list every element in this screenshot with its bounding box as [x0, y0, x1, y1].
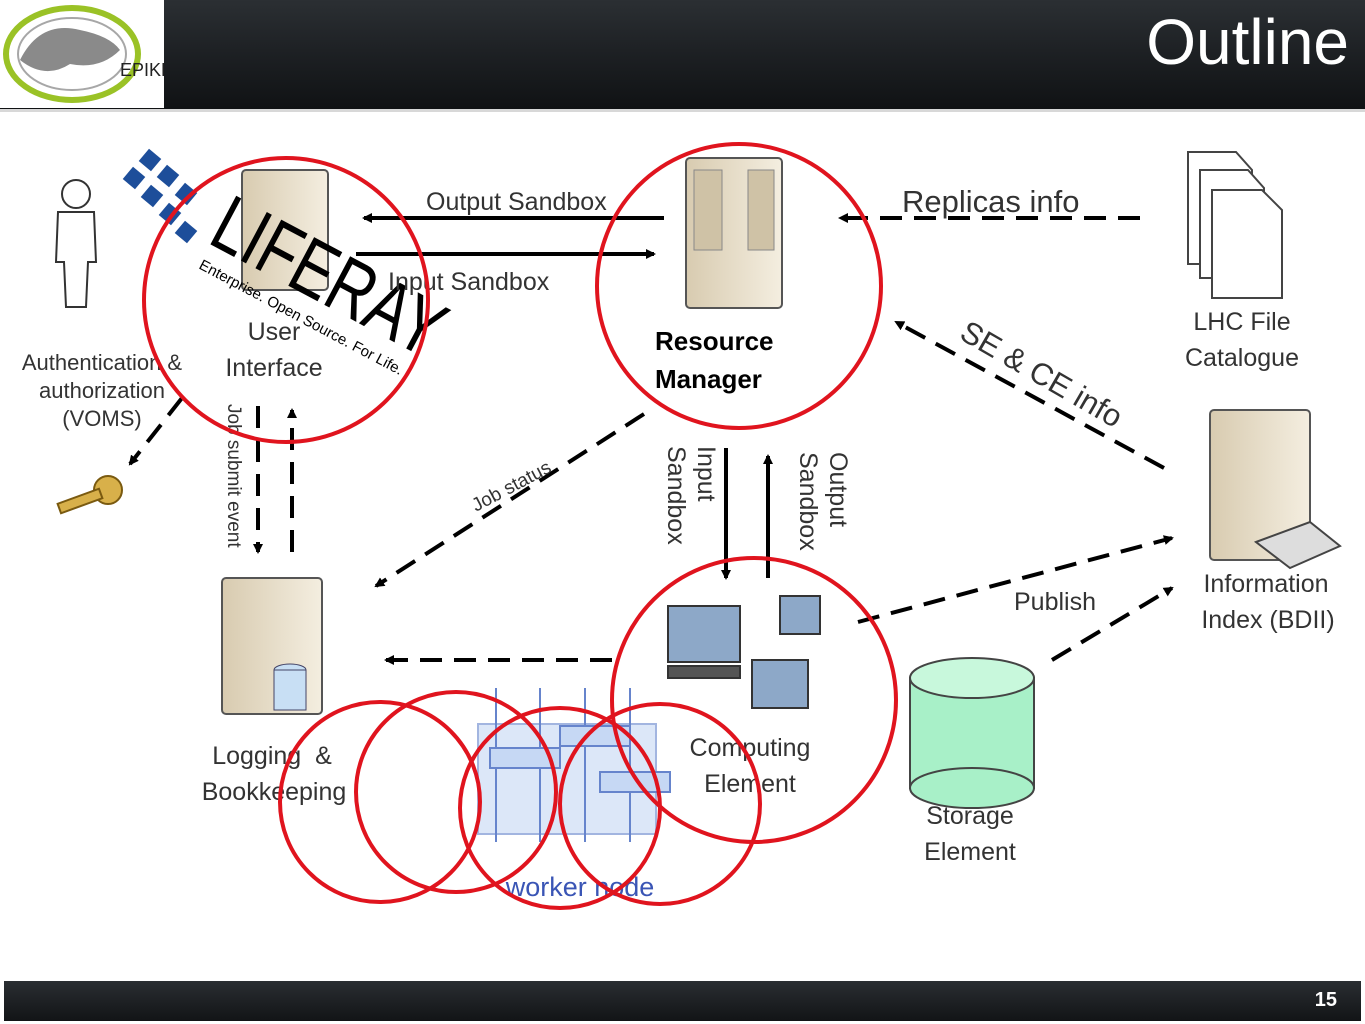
- label-input-sandbox-v-2: Sandbox: [662, 446, 690, 545]
- label-job-status: Job status: [468, 457, 554, 516]
- highlight-rm-circle: [595, 142, 883, 430]
- rm-label-1: Resource: [655, 326, 774, 356]
- worker-node-label: worker node: [505, 872, 655, 902]
- auth-label-3: (VOMS): [62, 406, 141, 431]
- ce-label-2: Element: [704, 770, 796, 798]
- arrow-auth-key: [128, 396, 184, 466]
- label-output-sandbox-v-1: Output: [824, 452, 852, 527]
- highlight-wn-circle-4: [558, 702, 762, 906]
- lfc-label-2: Catalogue: [1185, 344, 1299, 372]
- bdii-label-1: Information: [1203, 570, 1328, 598]
- page-number: 15: [1314, 989, 1337, 1011]
- ui-label-1: User: [248, 318, 301, 346]
- highlight-ui-circle: [142, 156, 430, 444]
- auth-label-2: authorization: [39, 378, 165, 403]
- slide-title: Outline: [1146, 6, 1349, 78]
- label-replicas-info: Replicas info: [902, 184, 1079, 219]
- highlight-wn-circle-1: [278, 700, 482, 904]
- ui-server-icon: [241, 169, 329, 291]
- lb-label-2: Bookkeeping: [202, 778, 347, 806]
- storage-cylinder-icon: [909, 657, 1035, 809]
- label-output-sandbox-v-2: Sandbox: [794, 452, 822, 551]
- highlight-wn-circle-2: [354, 690, 558, 894]
- label-input-sandbox: Input Sandbox: [388, 268, 550, 296]
- arrow-se-publish: [1050, 586, 1174, 662]
- label-se-ce-info: SE & CE info: [955, 314, 1129, 435]
- user-person-icon: [54, 179, 98, 308]
- computer-cluster-icon: [667, 595, 821, 709]
- lb-label-1: Logging &: [212, 742, 332, 770]
- label-input-sandbox-v-1: Input: [692, 446, 720, 502]
- slide-footer: 15: [4, 981, 1361, 1021]
- grid-diagram: LIFERAY Enterprise. Open Source. For Lif…: [22, 142, 1342, 910]
- label-output-sandbox: Output Sandbox: [426, 188, 607, 216]
- rm-label-2: Manager: [655, 364, 762, 394]
- worker-node-rack-icon: [477, 688, 671, 842]
- arrow-se-ce-info: [894, 320, 1165, 470]
- ui-label-2: Interface: [225, 354, 322, 382]
- arrow-job-status: [374, 412, 646, 588]
- arrow-ce-publish: [857, 535, 1174, 624]
- label-publish: Publish: [1014, 588, 1096, 616]
- lb-server-icon: [221, 577, 323, 715]
- lfc-label-1: LHC File: [1193, 308, 1290, 336]
- se-label-1: Storage: [926, 802, 1014, 830]
- rm-server-icon: [685, 157, 783, 309]
- slide-header: EPIKH Outline: [0, 0, 1365, 112]
- label-job-submit-event: Job submit event: [223, 404, 244, 548]
- bdii-label-2: Index (BDII): [1201, 606, 1334, 634]
- document-stack-icon: [1187, 151, 1283, 299]
- se-label-2: Element: [924, 838, 1016, 866]
- key-icon: [56, 475, 123, 515]
- bdii-server-icon: [1209, 409, 1342, 570]
- logo-text: EPIKH: [120, 60, 164, 80]
- highlight-wn-circle-3: [458, 706, 662, 910]
- epikh-logo: EPIKH: [0, 0, 174, 108]
